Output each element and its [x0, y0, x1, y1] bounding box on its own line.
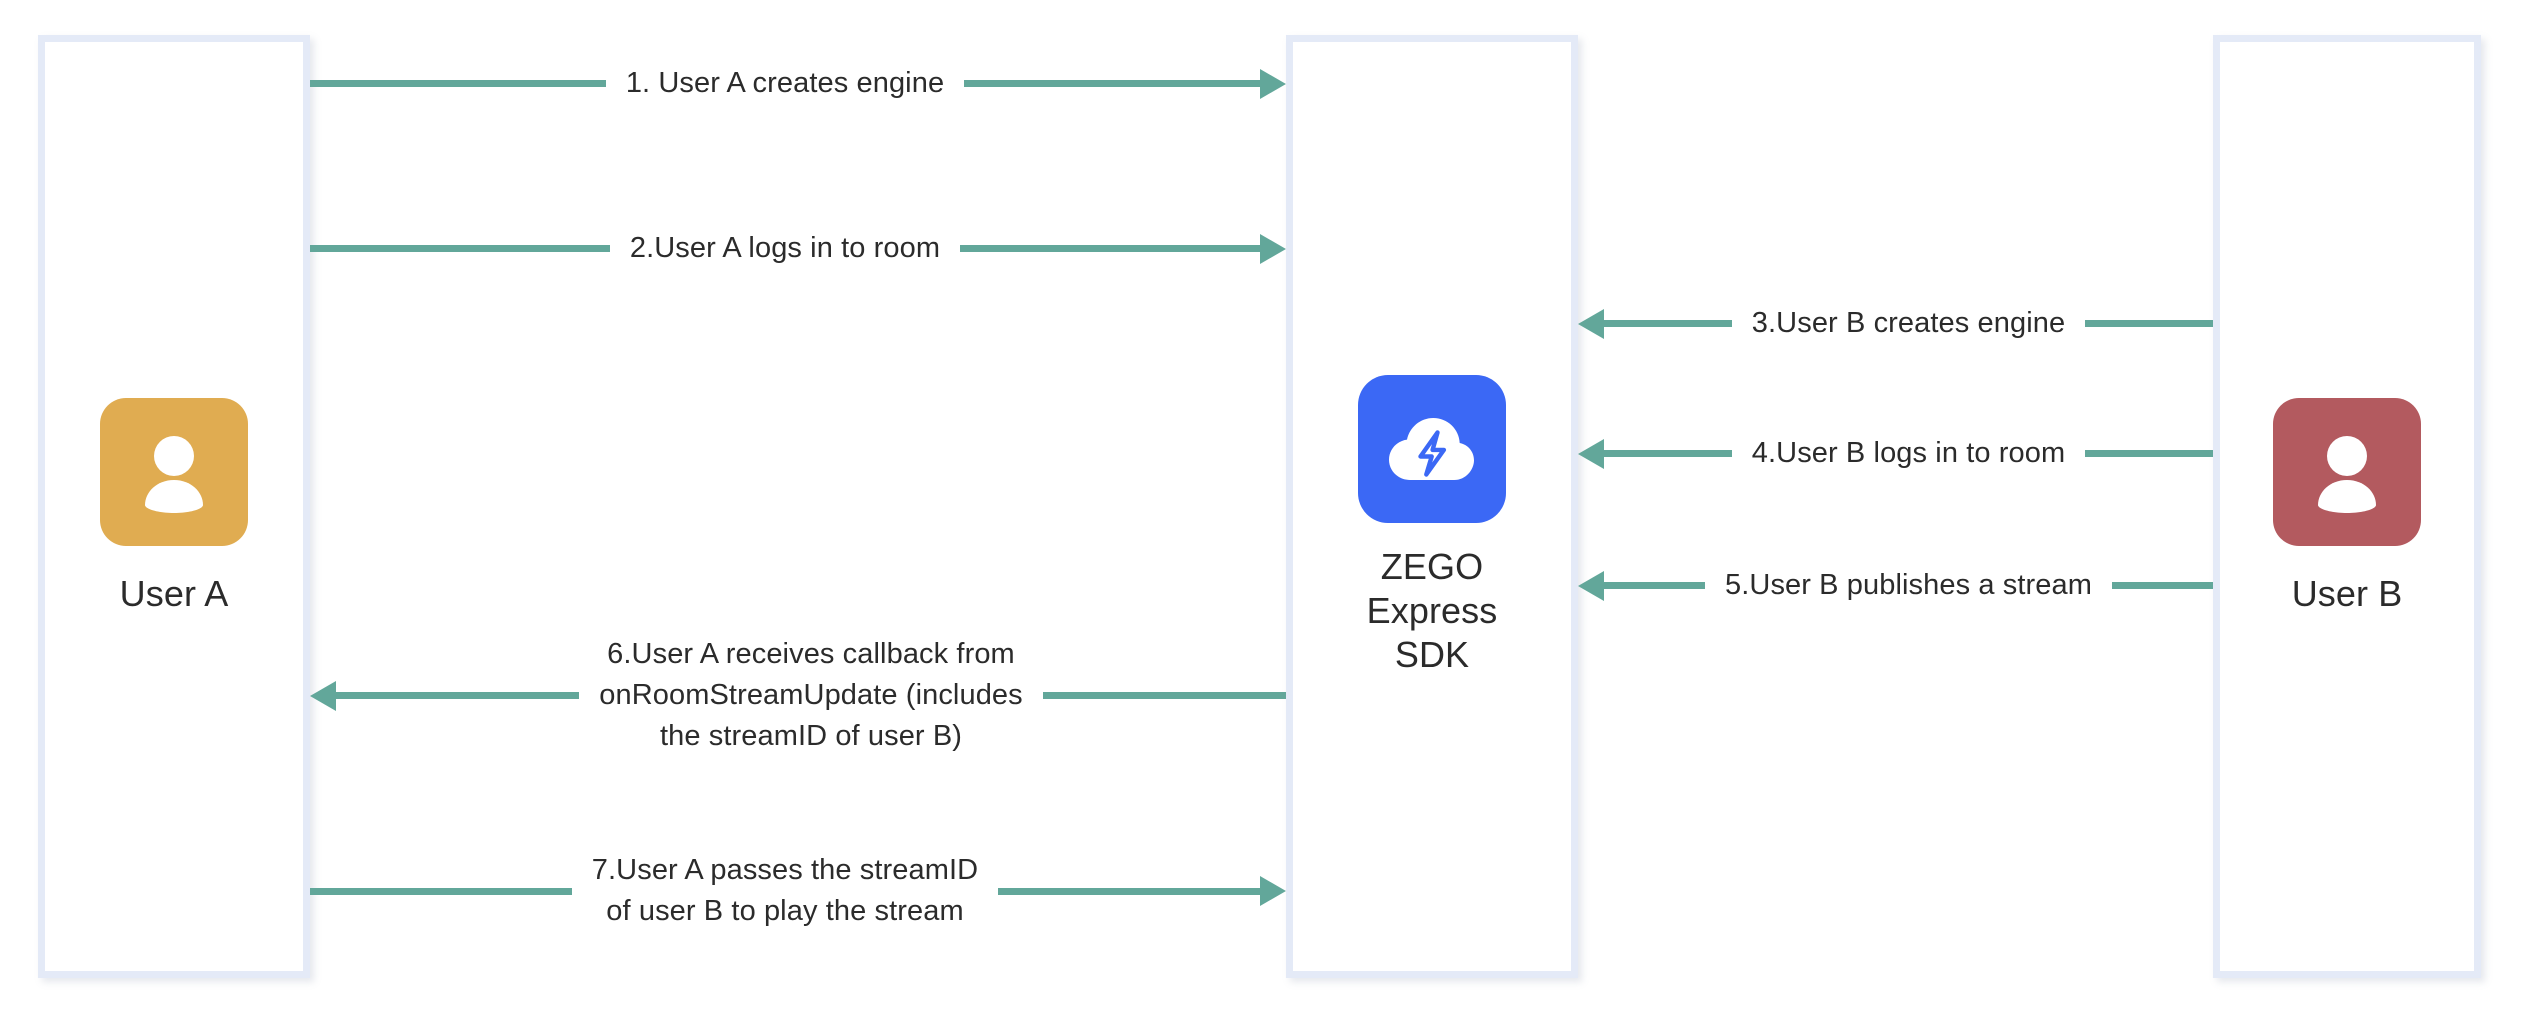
arrow-line [2085, 320, 2214, 328]
arrow-line [960, 245, 1260, 253]
arrow-line [2085, 450, 2214, 458]
arrow-line [310, 245, 610, 253]
arrow-line [1604, 320, 1732, 328]
message-arrow-4: 4.User B logs in to room [1578, 433, 2214, 474]
arrow-line [964, 80, 1260, 88]
message-arrow-6: 6.User A receives callback from onRoomSt… [310, 634, 1287, 758]
message-label-1: 1. User A creates engine [625, 67, 945, 99]
arrowhead-right-icon [1260, 68, 1286, 99]
node-user-b: User B [2213, 398, 2481, 616]
message-label-5: 5.User B publishes a stream [1725, 569, 2092, 601]
message-arrow-1: 1. User A creates engine [310, 63, 1286, 104]
message-label-3: 3.User B creates engine [1751, 307, 2066, 339]
message-label-7: 7.User A passes the streamID of user B t… [591, 854, 979, 928]
arrowhead-right-icon [1260, 233, 1286, 264]
node-label-zego-sdk: ZEGO Express SDK [1366, 546, 1498, 675]
arrowhead-left-icon [1578, 570, 1604, 601]
arrow-line [1604, 582, 1706, 590]
arrowhead-left-icon [1578, 438, 1604, 469]
node-user-a: User A [38, 398, 310, 616]
message-label-2: 2.User A logs in to room [629, 232, 941, 264]
arrow-line [998, 887, 1261, 895]
arrow-line [310, 80, 606, 88]
node-label-user-a: User A [119, 573, 229, 614]
arrowhead-left-icon [310, 680, 336, 711]
message-label-4: 4.User B logs in to room [1751, 437, 2066, 469]
arrow-line [2112, 582, 2214, 590]
avatar-user-b [2273, 398, 2421, 546]
arrow-line [1042, 692, 1287, 700]
message-arrow-5: 5.User B publishes a stream [1578, 565, 2214, 606]
message-arrow-7: 7.User A passes the streamID of user B t… [310, 850, 1287, 932]
message-arrow-3: 3.User B creates engine [1578, 303, 2214, 344]
arrow-line [336, 692, 580, 700]
avatar-zego-sdk [1358, 375, 1506, 523]
node-zego-sdk: ZEGO Express SDK [1286, 375, 1578, 677]
arrowhead-right-icon [1260, 876, 1287, 907]
arrow-line [310, 887, 572, 895]
arrow-line [1604, 450, 1732, 458]
cloud-bolt-icon [1382, 406, 1482, 492]
arrowhead-left-icon [1578, 308, 1604, 339]
message-label-6: 6.User A receives callback from onRoomSt… [599, 638, 1023, 753]
message-arrow-2: 2.User A logs in to room [310, 228, 1286, 269]
node-label-user-b: User B [2291, 573, 2403, 614]
avatar-user-a [100, 398, 248, 546]
